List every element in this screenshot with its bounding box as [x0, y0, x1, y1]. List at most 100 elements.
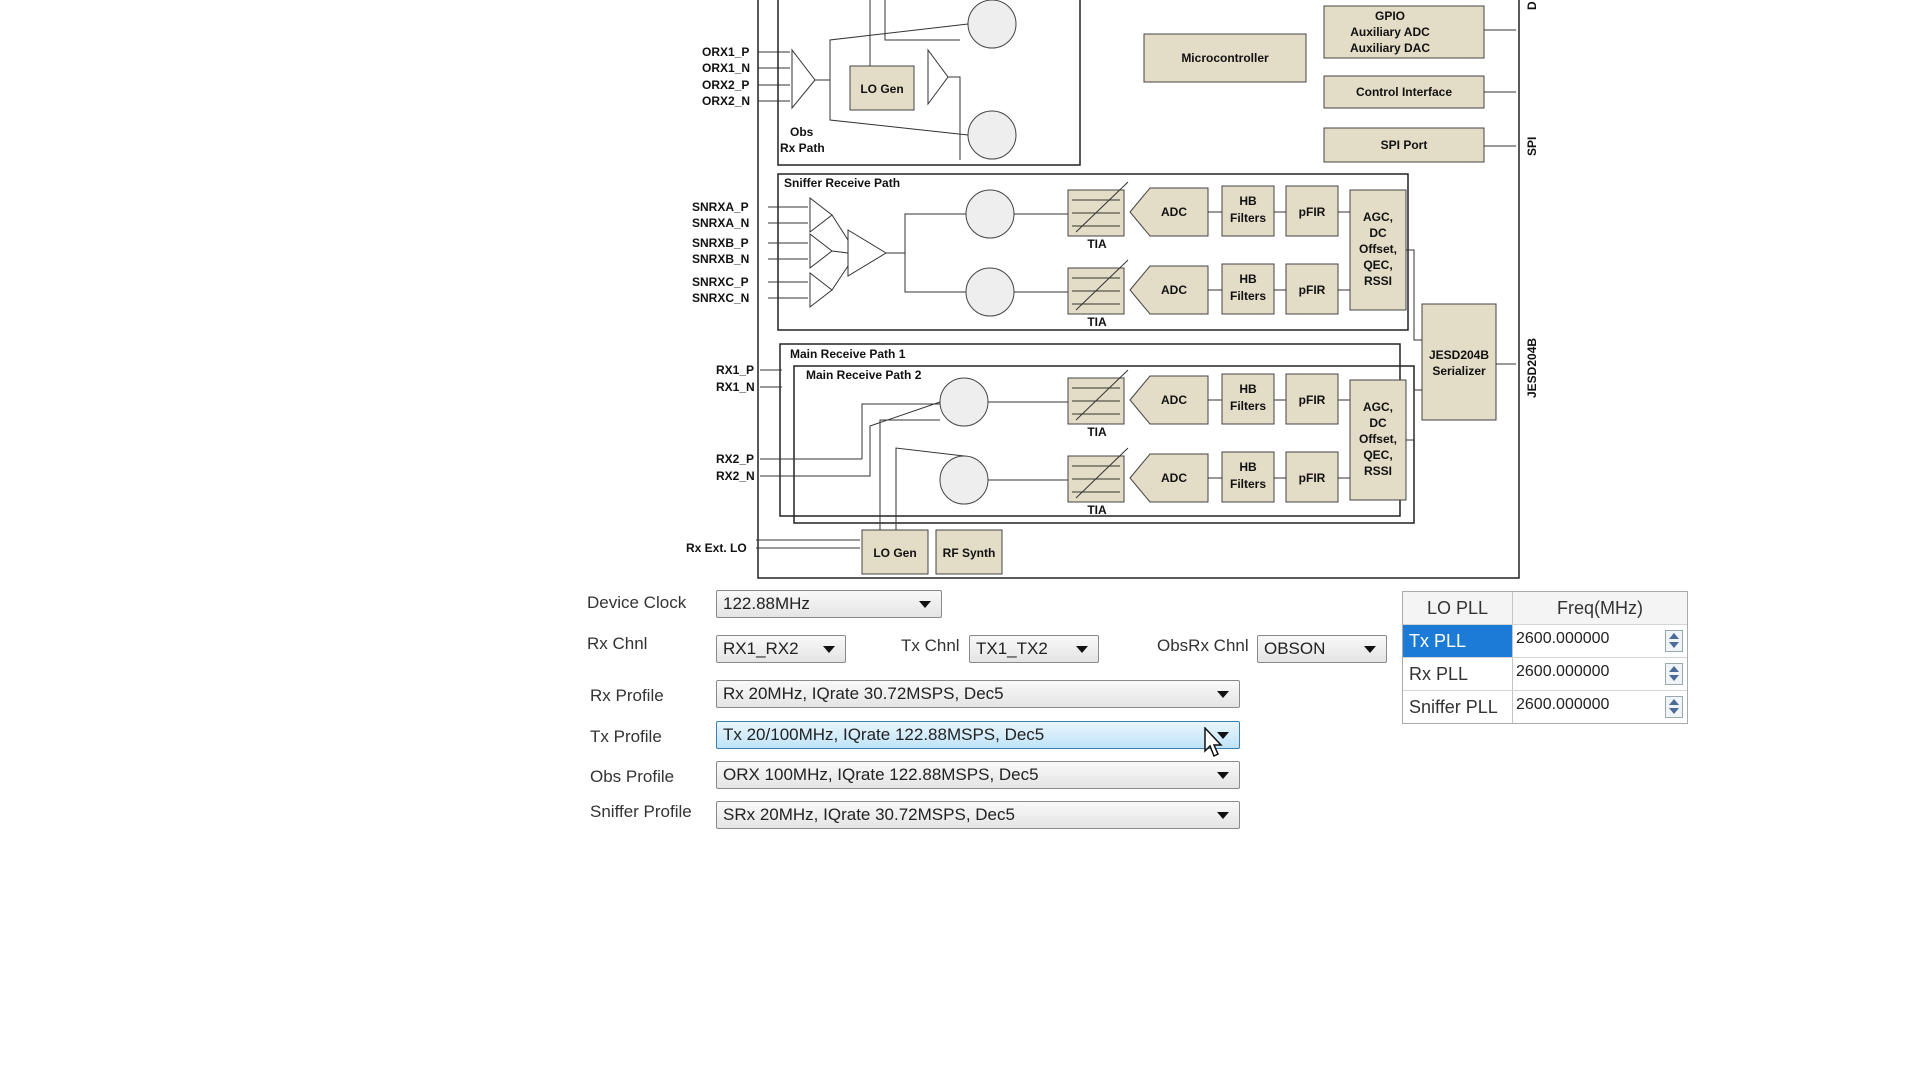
- snrx-lna-a-icon: [809, 196, 833, 234]
- svg-text:Filters: Filters: [1230, 289, 1266, 303]
- snrxc-n-label: SNRXC_N: [692, 291, 749, 305]
- jesd-side-label: JESD204B: [1525, 338, 1539, 398]
- snrxb-n-label: SNRXB_N: [692, 252, 749, 266]
- svg-text:RSSI: RSSI: [1364, 274, 1392, 288]
- tx-profile-value: Tx 20/100MHz, IQrate 122.88MSPS, Dec5: [723, 725, 1045, 744]
- sniffer-profile-select[interactable]: SRx 20MHz, IQrate 30.72MSPS, Dec5: [716, 801, 1240, 829]
- svg-text:Offset,: Offset,: [1359, 242, 1397, 256]
- obs-lo-gen-block: [849, 65, 915, 111]
- snrx-vga-icon: [847, 229, 887, 277]
- svg-text:pFIR: pFIR: [1299, 393, 1326, 407]
- gpio-text-3: Auxiliary DAC: [1350, 41, 1430, 55]
- sniffer-profile-label: Sniffer Profile: [590, 802, 692, 821]
- tx-chnl-select[interactable]: TX1_TX2: [969, 635, 1099, 663]
- pll-header-freq: Freq(MHz): [1513, 592, 1687, 624]
- pll-name-tx[interactable]: Tx PLL: [1403, 625, 1513, 657]
- chevron-down-icon: [1217, 812, 1229, 819]
- pll-freq-tx-field[interactable]: 2600.000000: [1513, 625, 1687, 657]
- rx-profile-select[interactable]: Rx 20MHz, IQrate 30.72MSPS, Dec5: [716, 680, 1240, 708]
- rx-chnl-select[interactable]: RX1_RX2: [716, 635, 846, 663]
- spin-arrows-icon[interactable]: [1665, 630, 1683, 652]
- svg-text:ADC: ADC: [1161, 471, 1187, 485]
- snrxa-p-label: SNRXA_P: [692, 200, 749, 214]
- rx-chnl-label: Rx Chnl: [587, 634, 648, 653]
- svg-text:TIA: TIA: [1087, 315, 1107, 329]
- svg-text:Filters: Filters: [1230, 211, 1266, 225]
- chevron-down-icon: [1217, 772, 1229, 779]
- svg-text:DC: DC: [1369, 226, 1387, 240]
- pll-freq-tx-value: 2600.000000: [1516, 630, 1610, 647]
- rx-profile-label: Rx Profile: [590, 686, 664, 705]
- svg-text:LO Gen: LO Gen: [873, 546, 916, 560]
- chevron-down-icon: [1217, 691, 1229, 698]
- table-row[interactable]: Rx PLL 2600.000000: [1403, 658, 1687, 691]
- obs-amp-icon: [791, 48, 816, 110]
- device-clock-select[interactable]: 122.88MHz: [716, 590, 942, 618]
- chevron-down-icon: [1076, 646, 1088, 653]
- pll-freq-sniffer-field[interactable]: 2600.000000: [1513, 691, 1687, 723]
- chevron-down-icon: [1364, 646, 1376, 653]
- orx2-p-label: ORX2_P: [702, 78, 749, 92]
- obsrx-chnl-select[interactable]: OBSON: [1257, 635, 1387, 663]
- spin-arrows-icon[interactable]: [1665, 696, 1683, 718]
- pll-table-header: LO PLL Freq(MHz): [1403, 592, 1687, 625]
- chevron-down-icon: [919, 601, 931, 608]
- gpio-text-1: GPIO: [1375, 9, 1405, 23]
- obs-profile-label: Obs Profile: [590, 767, 675, 786]
- rx2-p-label: RX2_P: [716, 452, 754, 466]
- snrx-lna-b-icon: [809, 232, 833, 270]
- obsrx-chnl-value: OBSON: [1264, 639, 1326, 658]
- pll-freq-sniffer-value: 2600.000000: [1516, 696, 1610, 713]
- control-interface-text: Control Interface: [1356, 85, 1452, 99]
- svg-text:RSSI: RSSI: [1364, 464, 1392, 478]
- table-row[interactable]: Tx PLL 2600.000000: [1403, 625, 1687, 658]
- transceiver-block-diagram: ORX1_P ORX1_N ORX2_P ORX2_N Obs Rx Path …: [686, 0, 1539, 579]
- sniffer-path-title: Sniffer Receive Path: [784, 176, 900, 190]
- rx-chnl-value: RX1_RX2: [723, 639, 799, 658]
- rx-profile-value: Rx 20MHz, IQrate 30.72MSPS, Dec5: [723, 684, 1004, 703]
- pll-name-sniffer[interactable]: Sniffer PLL: [1403, 691, 1513, 723]
- pll-name-rx[interactable]: Rx PLL: [1403, 658, 1513, 690]
- gpio-text-2: Auxiliary ADC: [1350, 25, 1430, 39]
- tx-chnl-value: TX1_TX2: [976, 639, 1048, 658]
- chevron-down-icon: [1217, 732, 1229, 739]
- svg-text:TIA: TIA: [1087, 237, 1107, 251]
- svg-text:Serializer: Serializer: [1432, 364, 1486, 378]
- svg-text:HB: HB: [1239, 382, 1257, 396]
- svg-text:TIA: TIA: [1087, 425, 1107, 439]
- svg-text:HB: HB: [1239, 194, 1257, 208]
- rx-mixer-2-icon: [939, 455, 989, 505]
- svg-text:QEC,: QEC,: [1363, 258, 1392, 272]
- snrx-mixer-1-icon: [965, 189, 1015, 239]
- pll-freq-rx-field[interactable]: 2600.000000: [1513, 658, 1687, 690]
- snrx-lna-c-icon: [809, 271, 833, 309]
- mouse-cursor-icon: [1204, 727, 1223, 758]
- microcontroller-text: Microcontroller: [1181, 51, 1269, 65]
- svg-text:ADC: ADC: [1161, 205, 1187, 219]
- pll-freq-rx-value: 2600.000000: [1516, 663, 1610, 680]
- svg-text:HB: HB: [1239, 460, 1257, 474]
- orx1-p-label: ORX1_P: [702, 45, 749, 59]
- obs-profile-value: ORX 100MHz, IQrate 122.88MSPS, Dec5: [723, 765, 1039, 784]
- jesd-serializer-block: [1421, 303, 1497, 421]
- obs-mixer-1-icon: [967, 0, 1017, 49]
- tx-profile-select[interactable]: Tx 20/100MHz, IQrate 122.88MSPS, Dec5: [716, 721, 1240, 749]
- spin-arrows-icon[interactable]: [1665, 663, 1683, 685]
- svg-text:Offset,: Offset,: [1359, 432, 1397, 446]
- rx2-n-label: RX2_N: [716, 469, 755, 483]
- rf-synth-block: [935, 529, 1003, 575]
- chevron-down-icon: [823, 646, 835, 653]
- obs-profile-select[interactable]: ORX 100MHz, IQrate 122.88MSPS, Dec5: [716, 761, 1240, 789]
- main-rx-path-1-title: Main Receive Path 1: [790, 347, 906, 361]
- snrx-mixer-2-icon: [965, 267, 1015, 317]
- obs-rx-path-title-1: Obs: [790, 125, 814, 139]
- svg-text:QEC,: QEC,: [1363, 448, 1392, 462]
- svg-text:Filters: Filters: [1230, 399, 1266, 413]
- svg-text:pFIR: pFIR: [1299, 205, 1326, 219]
- snrxa-n-label: SNRXA_N: [692, 216, 749, 230]
- spi-port-text: SPI Port: [1381, 138, 1428, 152]
- signal-chain-row-1: TIA ADC HB Filters pFIR: [1014, 181, 1350, 251]
- svg-text:AGC,: AGC,: [1363, 210, 1393, 224]
- table-row[interactable]: Sniffer PLL 2600.000000: [1403, 691, 1687, 723]
- svg-text:DC: DC: [1369, 416, 1387, 430]
